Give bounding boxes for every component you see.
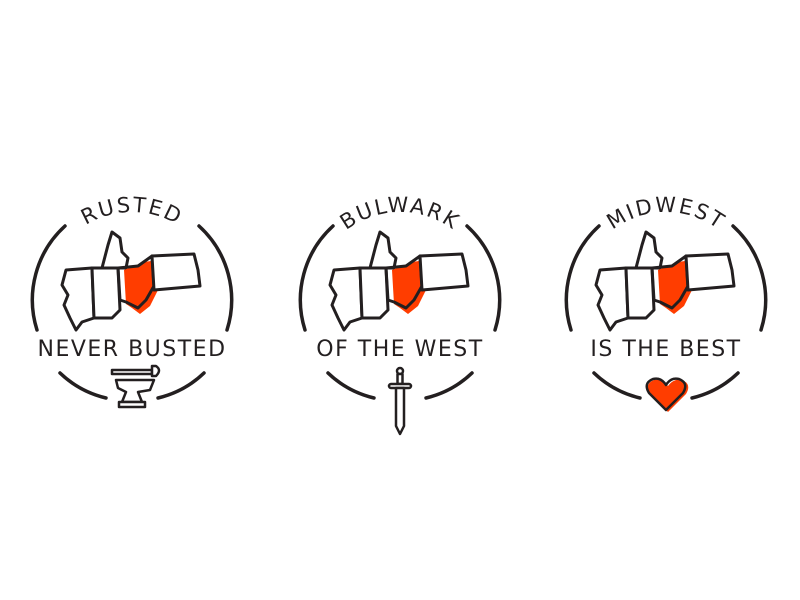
ring-arc-left xyxy=(30,224,67,332)
badge-bulwark: BULWARK OF THE WEST xyxy=(298,193,502,436)
ring-arc-bottom-right xyxy=(690,371,740,400)
midwest-map xyxy=(328,230,470,332)
ring-arc-bottom-left xyxy=(326,371,376,400)
heart-icon xyxy=(645,377,689,412)
badge-midwest: MIDWEST IS THE BEST xyxy=(564,193,768,412)
ring-arc-right xyxy=(731,224,768,332)
midwest-map xyxy=(594,230,736,332)
badge-top-text: BULWARK xyxy=(336,193,465,235)
anvil-icon xyxy=(110,364,161,409)
ring-arc-right xyxy=(197,224,234,332)
midwest-map xyxy=(60,230,202,332)
badge-bottom-text: NEVER BUSTED xyxy=(37,337,226,362)
ring-arc-right xyxy=(465,224,502,332)
ring-arc-bottom-right xyxy=(424,371,474,400)
badge-top-text: MIDWEST xyxy=(603,193,730,234)
ring-arc-bottom-right xyxy=(156,371,206,400)
sword-icon xyxy=(387,366,413,436)
badge-top-text: RUSTED xyxy=(77,193,187,230)
ring-arc-left xyxy=(564,224,601,332)
ring-arc-bottom-left xyxy=(58,371,108,400)
badge-rusted: RUSTED NEVER BUSTED xyxy=(30,193,234,409)
badge-bottom-text: OF THE WEST xyxy=(316,337,483,362)
badge-bottom-text: IS THE BEST xyxy=(590,337,741,362)
ring-arc-bottom-left xyxy=(592,371,642,400)
ring-arc-left xyxy=(298,224,335,332)
